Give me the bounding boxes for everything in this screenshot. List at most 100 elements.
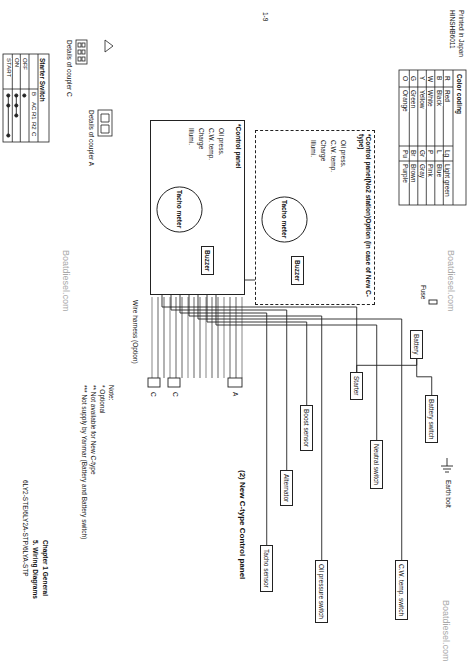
wire — [180, 295, 267, 545]
fuse-symbol — [429, 300, 437, 304]
gauge-label: C.W. temp. — [330, 140, 337, 172]
gauge-label: Illumi. — [310, 140, 317, 157]
drawing-stroke — [15, 104, 18, 107]
node-text: Oil pressure switch — [318, 564, 325, 619]
detail-caption: Details of coupler A — [88, 110, 95, 166]
drawing-stroke — [441, 466, 453, 467]
harness-wire — [212, 297, 213, 378]
color-name: Gray — [419, 164, 426, 178]
harness-wire — [158, 297, 159, 378]
table-cell: AC — [30, 102, 37, 110]
table-cell: R2 — [30, 122, 37, 130]
table-cell: ON — [13, 58, 20, 67]
gauge-label: Oil press. — [340, 140, 347, 167]
chapter-heading: Chapter 1 General — [42, 540, 49, 596]
wire — [216, 295, 377, 440]
watermark: Boatdiesel.com — [440, 600, 450, 662]
wire — [245, 280, 255, 281]
battery: Battery — [410, 330, 423, 359]
table-title: Starter Switch — [39, 58, 46, 102]
note-text: ** Not available for New C-type — [90, 385, 97, 475]
color-table-grid — [399, 70, 466, 205]
drawing-stroke — [429, 300, 437, 304]
color-code: Lg — [444, 150, 451, 157]
coupler-letter: C — [172, 392, 179, 397]
drawing-stroke — [78, 43, 81, 47]
harness-wire — [224, 297, 225, 378]
battery-switch: Battery switch — [425, 395, 438, 443]
drawing-stroke — [399, 87, 453, 88]
wire — [198, 295, 402, 560]
table-cell: B — [30, 92, 37, 96]
note-text: * Optional — [99, 385, 106, 414]
harness-coupler — [168, 378, 180, 387]
buzzer: Buzzer — [291, 256, 304, 285]
earth-symbol — [441, 458, 453, 472]
drawing-stroke — [82, 43, 85, 47]
tacho-sensor: Tacho sensor — [260, 545, 273, 592]
color-name: Pink — [427, 164, 434, 177]
switch-connection-dots — [7, 94, 26, 137]
node-text: Battery — [413, 334, 420, 355]
color-name: Brown — [410, 164, 417, 182]
node-text: Alternator — [283, 474, 290, 502]
oil-pressure-switch: Oil pressure switch — [315, 560, 328, 623]
harness-wire — [218, 297, 219, 378]
harness-wire — [236, 297, 237, 378]
harness-wire — [230, 297, 231, 378]
harness-coupler — [148, 378, 160, 387]
tacho-meter: Tacho meter — [156, 186, 203, 233]
color-name: Red — [444, 90, 451, 102]
harness-wire — [152, 297, 153, 378]
table-title: Color coding — [456, 74, 463, 114]
temp-switch: C.W. temp. switch — [395, 560, 408, 620]
harness-wire — [188, 297, 189, 378]
watermark: Boatdiesel.com — [60, 250, 70, 312]
drawing-stroke — [453, 70, 454, 205]
node-text: *Control panel(No2 station)Option (in ca… — [357, 134, 372, 301]
node-text: Neutral switch — [373, 444, 380, 485]
starter: Starter — [350, 372, 363, 400]
gauge-circle — [262, 197, 307, 242]
color-name: Orange — [402, 90, 409, 112]
color-name: Black — [436, 90, 443, 106]
part-label: Fuse — [420, 285, 427, 299]
harness-label: Wire harness (Option) — [132, 300, 139, 364]
print-code: Printed in Japan — [458, 10, 465, 57]
color-code: P — [427, 150, 434, 154]
drawing-stroke — [78, 50, 81, 54]
wire — [357, 359, 417, 372]
wire — [207, 295, 307, 405]
drawing-stroke — [443, 469, 451, 470]
gauge-circle — [157, 187, 202, 232]
harness-wire — [206, 297, 207, 378]
drawing-stroke — [12, 54, 13, 142]
color-code: W — [427, 76, 434, 82]
drawing-stroke — [7, 94, 10, 97]
chapter-heading: 6LY2-STE/6LY2A-STP/6LYA-STP — [22, 480, 29, 577]
drawing-stroke — [78, 57, 81, 61]
print-code: HINSHB6011 — [449, 10, 456, 49]
drawing-stroke — [3, 54, 49, 142]
node-text: *Control panel — [235, 124, 242, 291]
node-text: Boost sensor — [303, 409, 310, 447]
page-number: 1-9 — [262, 12, 269, 21]
color-name: Light green — [444, 164, 451, 197]
chapter-heading: 5. Wiring Diagrams — [32, 540, 39, 599]
color-name: Yellow — [419, 90, 426, 109]
drawing-stroke — [98, 110, 112, 136]
table-cell: OFF — [21, 58, 28, 70]
drawing-stroke — [399, 70, 466, 205]
color-name: Blue — [436, 164, 443, 177]
drawing-stroke — [445, 472, 449, 473]
boost-sensor: Boost sensor — [300, 405, 313, 451]
color-code: L — [436, 150, 443, 154]
color-code: Gr — [419, 150, 426, 157]
drawing-stroke — [399, 146, 453, 147]
color-code: Y — [419, 76, 426, 80]
starter-switch-grid — [3, 54, 49, 142]
color-code: G — [410, 76, 417, 81]
diagram-title: (2) New C-type Control panel — [238, 470, 247, 579]
part-label: Earth bolt — [445, 480, 452, 508]
gauge-label: Oil press. — [218, 128, 225, 155]
